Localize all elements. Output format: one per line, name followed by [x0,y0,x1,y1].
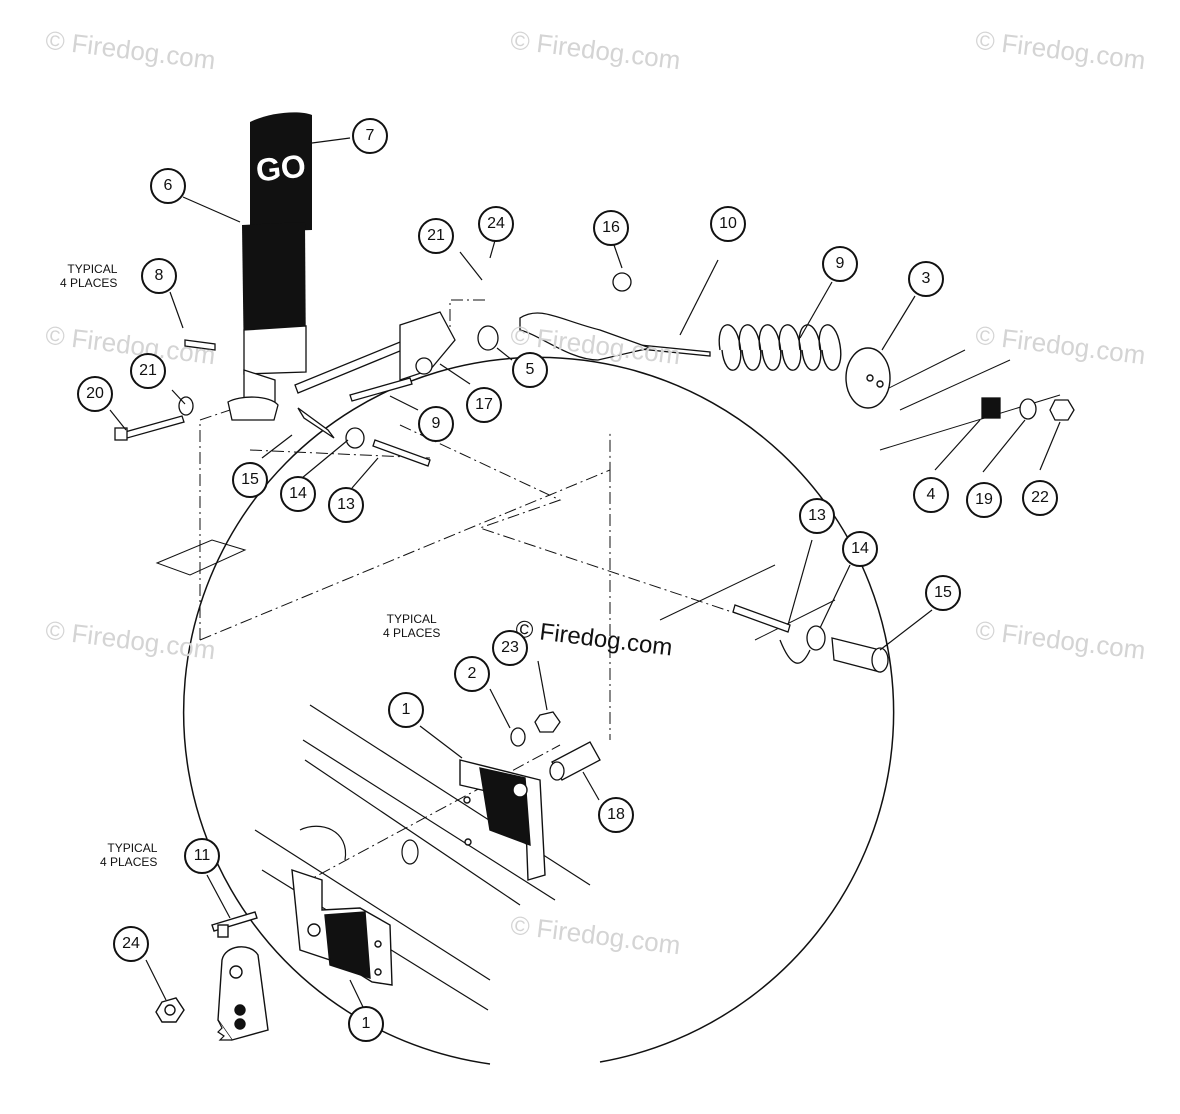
callout-20: 20 [77,376,113,412]
frame-line-lower-right [659,564,776,621]
assembly-guide-lines [199,299,751,886]
callout-1: 1 [388,692,424,728]
callout-23: 23 [492,630,528,666]
typical-note-a: TYPICAL 4 PLACES [60,262,117,290]
callout-16: 16 [593,210,629,246]
callout-21: 21 [130,353,166,389]
callout-21: 21 [418,218,454,254]
typical-note-line: 4 PLACES [60,276,118,290]
callout-3: 3 [908,261,944,297]
frame-line-lower-right-2 [754,599,836,641]
ratchet-pawl [155,911,269,1041]
washer-nut-2-23 [510,711,561,747]
typical-note-line: TYPICAL [107,841,158,855]
detail-inset-circle [182,356,895,1065]
connecting-rod [477,272,711,361]
pedal-rod [294,311,456,394]
return-spring [718,324,842,371]
right-nuts [981,397,1075,421]
callout-8: 8 [141,258,177,294]
callout-4: 4 [913,477,949,513]
callout-22: 22 [1022,480,1058,516]
frame-line-right-2 [899,359,1011,411]
typical-note-b: TYPICAL 4 PLACES [383,612,440,640]
floor-plate-upper [155,539,247,576]
pedal-go-label: GO [254,147,308,189]
typical-note-line: 4 PLACES [383,626,441,640]
pedal-bracket-upper [459,759,546,881]
callout-9: 9 [822,246,858,282]
typical-note-line: TYPICAL [386,612,437,626]
callout-13: 13 [328,487,364,523]
pedal-bracket-lower [291,868,393,986]
accelerator-pedal [227,112,312,421]
callout-24: 24 [478,206,514,242]
callout-17: 17 [466,387,502,423]
frame-line-right-1 [874,349,966,396]
callout-7: 7 [352,118,388,154]
callout-18: 18 [598,797,634,833]
typical-note-line: 4 PLACES [100,855,158,869]
callout-14: 14 [280,476,316,512]
callout-15: 15 [232,462,268,498]
callout-10: 10 [710,206,746,242]
callout-5: 5 [512,352,548,388]
typical-note-c: TYPICAL 4 PLACES [100,841,157,869]
typical-note-line: TYPICAL [67,262,118,276]
callout-6: 6 [150,168,186,204]
bolts [114,339,431,467]
callout-14: 14 [842,531,878,567]
callout-19: 19 [966,482,1002,518]
callout-24: 24 [113,926,149,962]
callout-11: 11 [184,838,220,874]
callout-2: 2 [454,656,490,692]
callout-9: 9 [418,406,454,442]
callout-15: 15 [925,575,961,611]
callout-13: 13 [799,498,835,534]
lower-right-hardware [732,604,889,673]
leader-lines [109,137,1061,1008]
bushing-18 [549,741,601,781]
spring-cap [845,347,891,409]
callout-1: 1 [348,1006,384,1042]
